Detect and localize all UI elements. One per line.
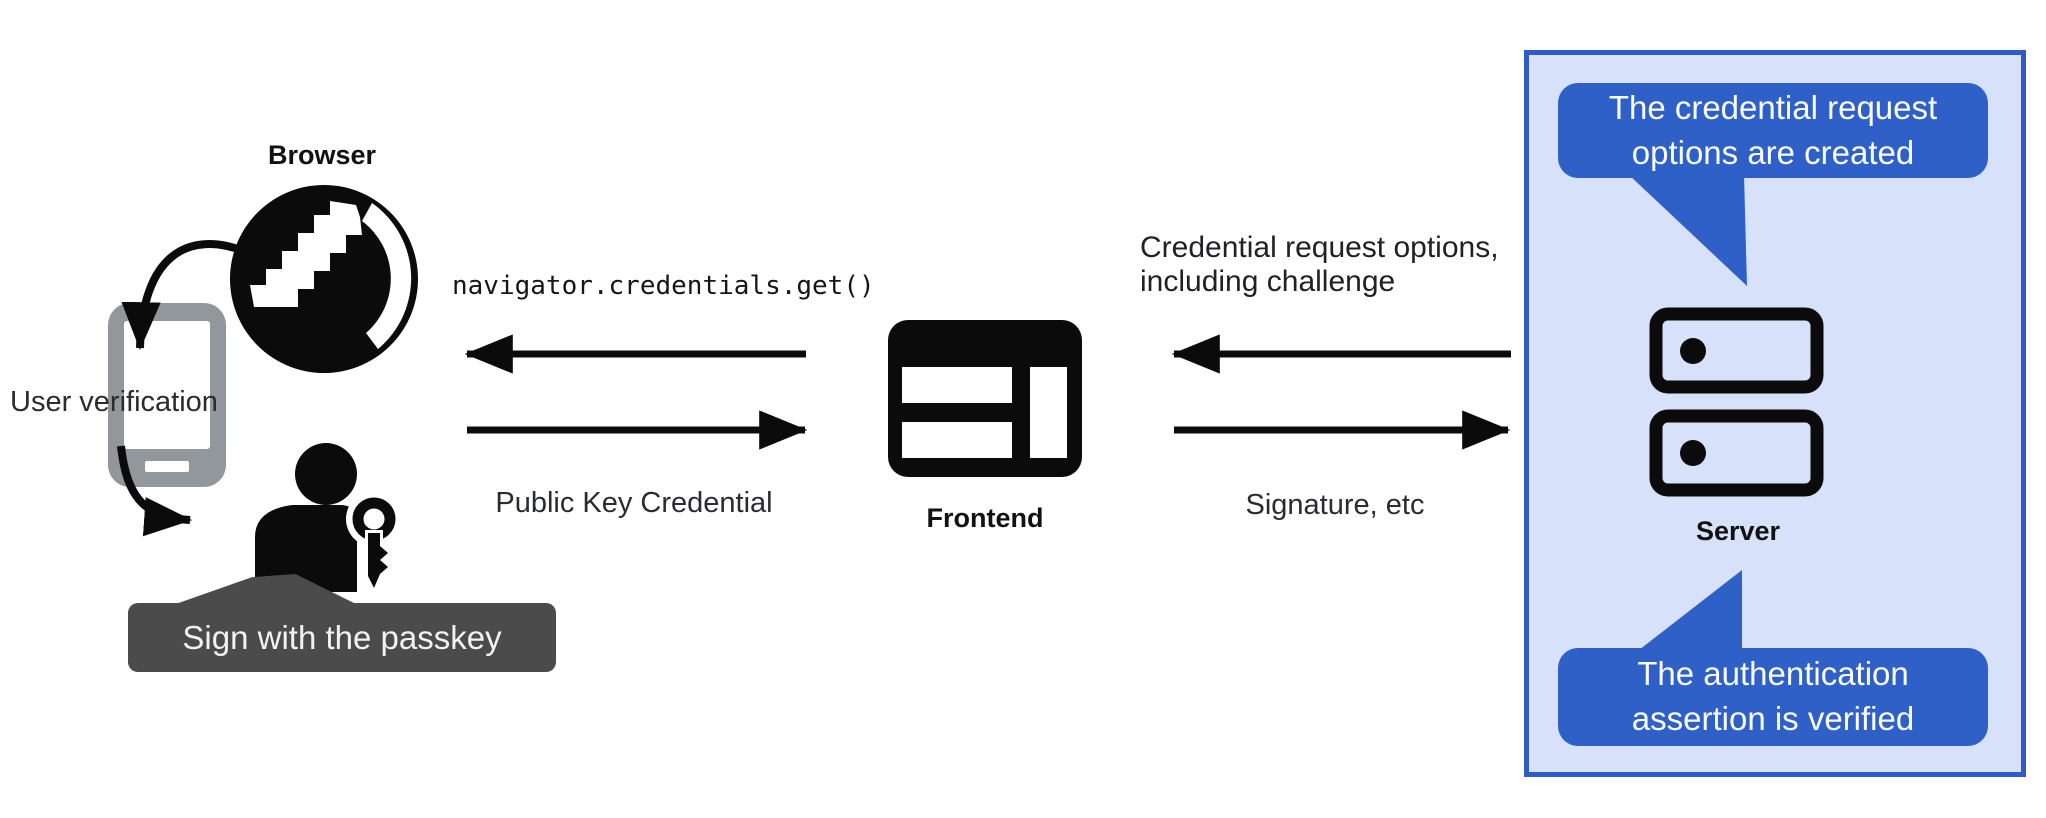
navigator-credentials-get-label: navigator.credentials.get() — [452, 271, 875, 301]
arrow-browser-to-phone — [121, 240, 248, 351]
server-stack-icon — [1649, 307, 1824, 497]
server-bubble-bottom: The authentication assertion is verified — [1558, 648, 1988, 746]
server-bubble-top: The credential request options are creat… — [1558, 83, 1988, 178]
person-passkey-icon — [255, 443, 402, 592]
signature-label: Signature, etc — [1245, 489, 1425, 521]
arrow-phone-to-user — [117, 445, 193, 537]
bottom-bubble-tail — [1639, 570, 1742, 650]
browser-label: Browser — [267, 140, 377, 170]
user-verification-label: User verification — [10, 386, 218, 418]
browser-window-icon — [888, 320, 1082, 477]
public-key-credential-label: Public Key Credential — [495, 487, 773, 519]
frontend-label: Frontend — [926, 503, 1044, 533]
server-label: Server — [1695, 516, 1781, 546]
passkey-bubble: Sign with the passkey — [128, 603, 556, 672]
smartphone-homebar — [145, 461, 189, 472]
globe-icon — [230, 185, 418, 373]
top-bubble-tail — [1628, 174, 1747, 286]
credential-request-options-label: Credential request options, including ch… — [1140, 231, 1499, 298]
